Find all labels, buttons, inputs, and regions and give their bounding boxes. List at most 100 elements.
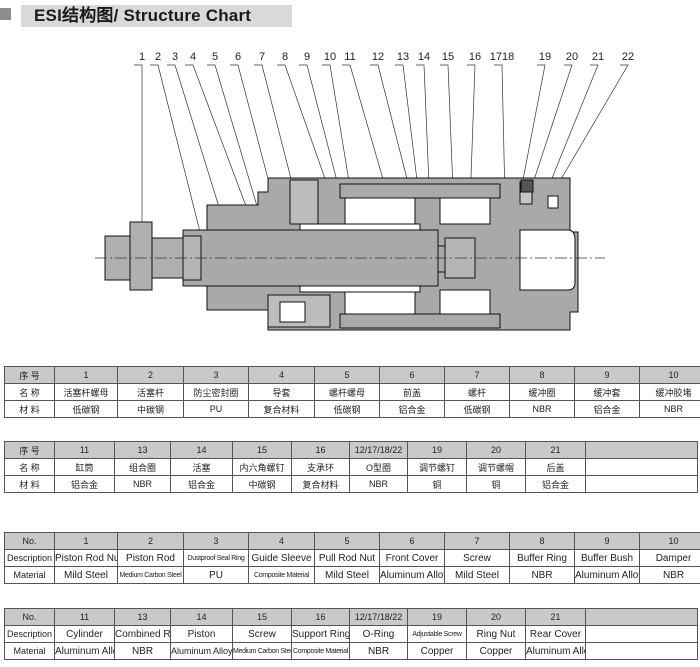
row-label: 序 号 [4,366,55,384]
cell-name: Cylinder [54,625,115,643]
row-label: 材 料 [4,400,55,418]
cell-material: NBR [114,642,171,660]
cell-name: 螺杆螺母 [314,383,380,401]
leader-line-10 [322,64,353,201]
cell-no: 6 [379,366,445,384]
part-label-21: 21 [592,51,604,63]
cell-material: 低碳钢 [314,400,380,418]
cell-no: 11 [54,441,115,459]
row-label: No. [4,608,55,626]
part-label-19: 19 [539,51,551,63]
cell-material: PU [183,566,249,584]
cell-no: 9 [574,532,640,550]
cell-no: 21 [525,441,586,459]
cell-material: NBR [509,566,575,584]
cell-name: 前盖 [379,383,445,401]
cell-name: Buffer Ring [509,549,575,567]
row-label: Material [4,642,55,660]
cell-no: 2 [117,532,184,550]
cell-material: NBR [639,566,700,584]
cell-name: 缓冲圈 [509,383,575,401]
cell-material: Copper [407,642,467,660]
empty-cell [585,642,698,660]
cell-material: Mild Steel [54,566,118,584]
cell-material: Mild Steel [314,566,380,584]
cell-name: 后盖 [525,458,586,476]
part-label-7: 7 [259,51,265,63]
cell-material: 铝合金 [170,475,233,493]
cell-name: Pull Rod Nut [314,549,380,567]
cell-name: 调节螺钉 [407,458,467,476]
part-label-8: 8 [282,51,288,63]
cell-no: 19 [407,608,467,626]
part-label-22: 22 [622,51,634,63]
cell-no: 11 [54,608,115,626]
cell-name: 缓冲套 [574,383,640,401]
cell-material: 铜 [466,475,526,493]
cell-material: 低碳钢 [54,400,118,418]
part-label-14: 14 [418,51,430,63]
cell-no: 4 [248,532,315,550]
cell-no: 5 [314,366,380,384]
cell-name: Damper [639,549,700,567]
cell-no: 12/17/18/22 [349,608,408,626]
cell-material: 铝合金 [574,400,640,418]
part-label-20: 20 [566,51,578,63]
cell-material: Mild Steel [444,566,510,584]
leader-line-21 [547,64,599,189]
row-label: Description [4,625,55,643]
cell-no: 21 [525,608,586,626]
leader-line-1 [134,64,143,222]
cell-name: Rear Cover [525,625,586,643]
leader-line-22 [539,64,629,216]
cell-no: 1 [54,532,118,550]
cell-material: Aluminum Alloy [170,642,233,660]
cell-no: 2 [117,366,184,384]
row-label: No. [4,532,55,550]
cell-no: 13 [114,441,171,459]
cell-name: 防尘密封圈 [183,383,249,401]
leader-line-20 [529,64,573,193]
cell-material: 复合材料 [248,400,315,418]
cell-no: 8 [509,366,575,384]
cell-name: Adjustable Screw [407,625,467,643]
cell-no: 8 [509,532,575,550]
cell-no: 19 [407,441,467,459]
cell-no: 14 [170,608,233,626]
cell-name: O型圈 [349,458,408,476]
cell-name: Screw [232,625,292,643]
leader-line-2 [150,64,201,233]
leader-line-3 [167,64,229,237]
cell-material: NBR [349,642,408,660]
title-bar [21,5,292,27]
leader-line-12 [370,64,421,231]
row-label: 序 号 [4,441,55,459]
cell-no: 3 [183,366,249,384]
cell-name: 支承环 [291,458,350,476]
cell-name: Guide Sleeve [248,549,315,567]
cell-name: 螺杆 [444,383,510,401]
leader-line-8 [277,64,337,211]
title-marker [0,8,11,20]
cell-material: NBR [639,400,700,418]
cell-name: O-Ring [349,625,408,643]
cell-material: NBR [114,475,171,493]
cell-no: 20 [466,608,526,626]
part-label-1: 1 [139,51,145,63]
leader-line-4 [185,64,256,231]
row-label: 名 称 [4,383,55,401]
cell-no: 16 [291,441,350,459]
cell-name: 活塞杆 [117,383,184,401]
cell-no: 16 [291,608,350,626]
cell-name: 缸筒 [54,458,115,476]
cell-name: Buffer Bush [574,549,640,567]
leader-line-13 [395,64,421,206]
